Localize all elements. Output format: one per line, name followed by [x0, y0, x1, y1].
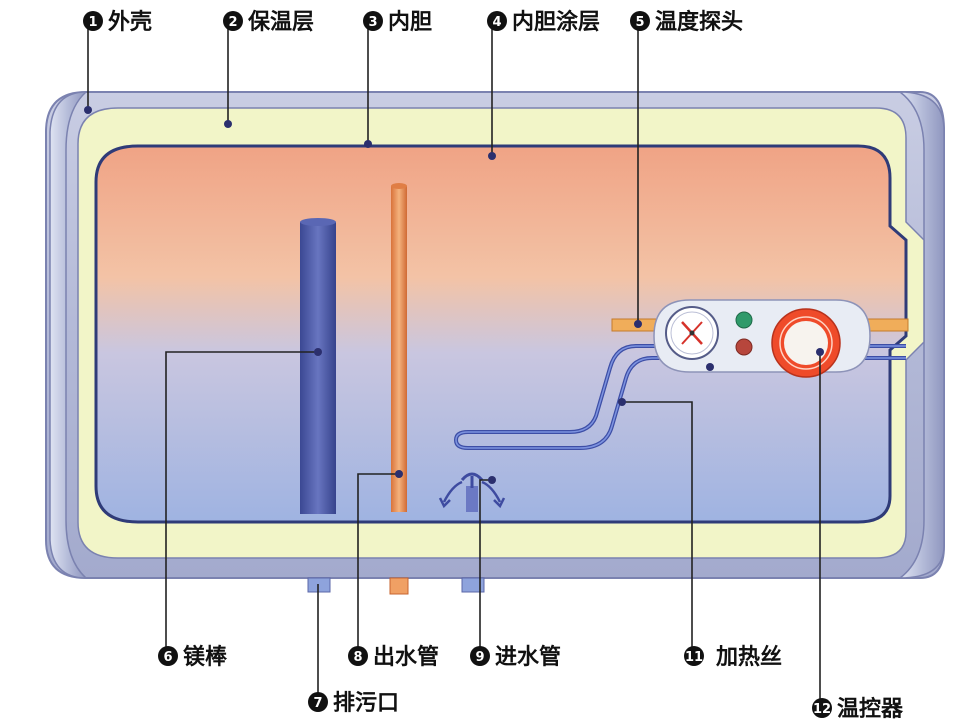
label-1-text: 外壳 [108, 9, 152, 35]
inner-tank [94, 144, 908, 524]
label-7-number: 7 [313, 696, 322, 711]
label-9-inlet-pipe: 9 进水管 [470, 644, 561, 670]
magnesium-rod [300, 218, 336, 514]
outlet-pipe [391, 183, 407, 512]
label-4-text: 内胆涂层 [512, 9, 600, 35]
label-11-number: 11 [685, 650, 703, 665]
label-2-text: 保温层 [247, 10, 314, 35]
label-12-text: 温控器 [837, 696, 904, 722]
label-6-number: 6 [163, 650, 172, 665]
label-7-text: 排污口 [333, 691, 399, 716]
label-11-heating-wire: 11 加热丝 [684, 644, 782, 670]
label-9-number: 9 [475, 650, 484, 665]
label-6-magnesium-rod: 6 镁棒 [158, 644, 228, 670]
outlet-pipe-stub [389, 577, 409, 595]
label-12-number: 12 [813, 702, 831, 717]
label-11-text: 加热丝 [715, 644, 782, 670]
label-5-number: 5 [635, 15, 644, 30]
label-1-shell: 1 外壳 [83, 9, 152, 35]
heating-wire [453, 344, 906, 450]
right-end-cap [897, 91, 945, 579]
label-8-outlet-pipe: 8 出水管 [348, 644, 439, 670]
label-2-insulation: 2 保温层 [223, 10, 314, 35]
leader-lines [87, 26, 821, 708]
thermostat [771, 308, 841, 378]
label-7-drain-outlet: 7 排污口 [308, 691, 399, 716]
label-4-number: 4 [492, 15, 501, 30]
label-3-number: 3 [368, 15, 377, 30]
indicator-lights [735, 311, 753, 356]
callout-dots [84, 106, 824, 484]
label-8-number: 8 [353, 650, 362, 665]
label-8-text: 出水管 [373, 644, 439, 670]
heater-body [45, 91, 945, 595]
inlet-pipe-stub [461, 577, 485, 593]
label-1-number: 1 [88, 15, 97, 30]
label-9-text: 进水管 [495, 644, 561, 670]
temperature-gauge [665, 306, 719, 360]
label-12-thermostat: 12 温控器 [812, 696, 904, 722]
left-end-cap [49, 91, 88, 579]
label-5-text: 温度探头 [655, 9, 743, 35]
label-3-inner-tank: 3 内胆 [363, 10, 432, 35]
label-3-text: 内胆 [388, 10, 432, 35]
drain-outlet-stub [307, 577, 331, 593]
label-6-text: 镁棒 [183, 644, 228, 670]
label-2-number: 2 [228, 15, 237, 30]
label-4-tank-coating: 4 内胆涂层 [487, 9, 600, 35]
inlet-pipe [438, 472, 506, 512]
label-5-temperature-probe: 5 温度探头 [630, 9, 743, 35]
